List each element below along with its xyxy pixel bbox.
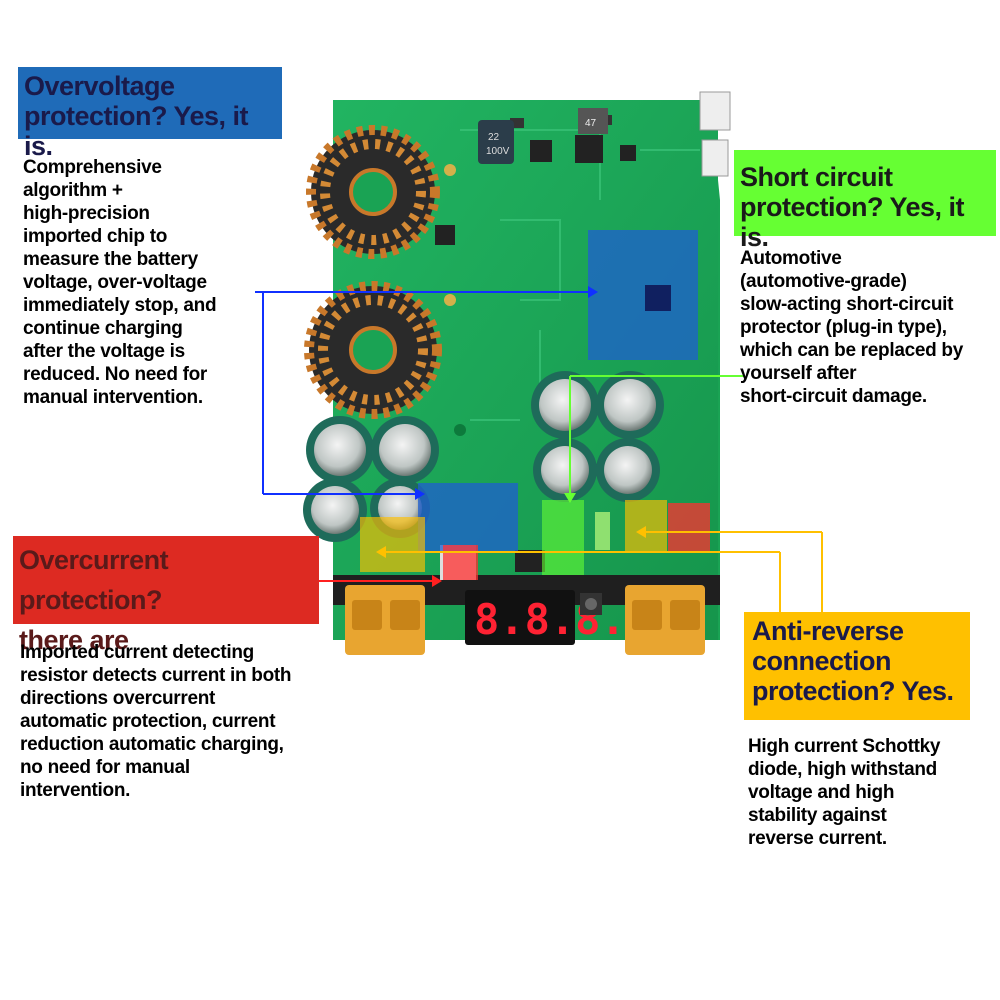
chip (510, 118, 524, 128)
overcurrent-title-box: Overcurrent protection? there are (13, 536, 319, 655)
small-capacitor-label-1: 22 (488, 132, 500, 143)
short-circuit-title-box: Short circuit protection? Yes, it is. (734, 150, 996, 252)
green-led (595, 512, 610, 550)
digital-display: 8.8.8. (465, 590, 626, 645)
short-circuit-description: Automotive (automotive-grade) slow-actin… (740, 247, 963, 408)
overvoltage-title-box: Overvoltage protection? Yes, it is. (18, 67, 282, 161)
overcurrent-title-line-1: Overcurrent protection? (19, 545, 169, 615)
desc-line: no need for manual (20, 757, 190, 778)
desc-line: resistor detects current in both (20, 665, 292, 686)
anti-reverse-title-line-2: connection (752, 646, 892, 676)
anti-reverse-description: High current Schottky diode, high withst… (748, 735, 940, 850)
overvoltage-highlight-top (588, 230, 698, 360)
desc-line: which can be replaced by (740, 340, 963, 361)
chip (435, 225, 455, 245)
small-inductor (578, 108, 608, 134)
fuse-left (345, 585, 425, 655)
desc-line: protector (plug-in type), (740, 317, 947, 338)
desc-line: diode, high withstand (748, 759, 937, 780)
anti-reverse-highlight-left (360, 517, 425, 572)
overvoltage-highlight-mid (418, 483, 518, 553)
desc-line: after the voltage is (23, 341, 185, 362)
anti-reverse-title-box: Anti-reverse connection protection? Yes. (744, 612, 970, 720)
ic-chip-mid (515, 550, 545, 572)
chip (530, 140, 552, 162)
capacitor-bank-right (531, 371, 664, 502)
mount-hole (444, 294, 456, 306)
tactile-button-cap (585, 598, 597, 610)
arrowhead (376, 546, 386, 558)
mount-hole (444, 164, 456, 176)
overcurrent-highlight-left (443, 545, 478, 580)
small-capacitor-label-2: 100V (486, 146, 510, 157)
desc-line: Comprehensive (23, 157, 162, 178)
desc-line: (automotive-grade) (740, 271, 907, 292)
desc-line: reduced. No need for (23, 364, 208, 385)
chip (620, 145, 636, 161)
desc-line: intervention. (20, 780, 131, 801)
arrowhead (415, 488, 425, 500)
overcurrent-description: Imported current detecting resistor dete… (20, 641, 292, 802)
desc-line: voltage, over-voltage (23, 272, 207, 293)
desc-line: stability against (748, 805, 887, 826)
desc-line: voltage and high (748, 782, 895, 803)
overvoltage-description: Comprehensive algorithm + high-precision… (23, 156, 217, 409)
small-inductor-label: 47 (585, 118, 597, 129)
desc-line: High current Schottky (748, 736, 941, 757)
desc-line: algorithm + (23, 180, 123, 201)
white-connector-top (699, 91, 731, 131)
desc-line: yourself after (740, 363, 857, 384)
arrowhead (564, 493, 576, 503)
arrowhead (432, 575, 442, 587)
toroid-inductor-bottom (304, 281, 442, 419)
overvoltage-title-line-2: protection? Yes, it is. (24, 101, 249, 161)
anti-reverse-callout-lines (380, 531, 823, 612)
anti-reverse-title-line-1: Anti-reverse (752, 616, 904, 646)
desc-line: reduction automatic charging, (20, 734, 284, 755)
short-circuit-title-line-2: protection? Yes, it is. (740, 192, 965, 252)
desc-line: manual intervention. (23, 387, 203, 408)
desc-line: immediately stop, and (23, 295, 217, 316)
arrowhead (588, 286, 598, 298)
desc-line: automatic protection, current (20, 711, 276, 732)
desc-line: high-precision (23, 203, 150, 224)
short-circuit-callout-lines (569, 375, 745, 500)
white-connector-mid (701, 139, 729, 177)
desc-line: continue charging (23, 318, 183, 339)
toroid-inductor-top (306, 125, 440, 259)
desc-line: imported chip to (23, 226, 168, 247)
overvoltage-title-line-1: Overvoltage (24, 71, 175, 101)
overcurrent-title-line-2: there are (19, 625, 129, 655)
anti-reverse-title-line-3: protection? Yes. (752, 676, 954, 706)
small-capacitor (478, 120, 514, 164)
chip (575, 135, 603, 163)
desc-line: Automotive (740, 248, 842, 269)
desc-line: reverse current. (748, 828, 887, 849)
mount-hole (454, 424, 466, 436)
arrowhead (636, 526, 646, 538)
overvoltage-chip (645, 285, 671, 311)
short-circuit-title-line-1: Short circuit (740, 162, 893, 192)
display-digits: 8.8.8. (474, 595, 626, 644)
overcurrent-highlight-right (668, 503, 710, 551)
desc-line: Imported current detecting (20, 642, 254, 663)
desc-line: short-circuit damage. (740, 386, 927, 407)
desc-line: directions overcurrent (20, 688, 216, 709)
desc-line: slow-acting short-circuit (740, 294, 954, 315)
desc-line: measure the battery (23, 249, 198, 270)
overvoltage-callout-lines (255, 291, 595, 495)
short-circuit-highlight (542, 500, 584, 575)
fuse-right (625, 585, 705, 655)
